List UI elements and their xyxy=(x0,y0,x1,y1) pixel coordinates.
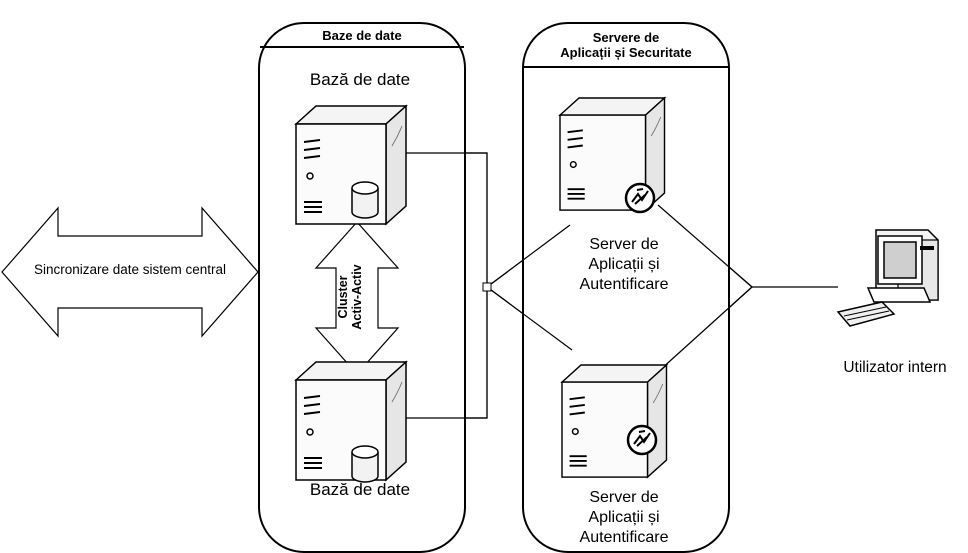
db-server-bottom-label: Bază de date xyxy=(309,480,411,499)
server-database-icon xyxy=(295,105,407,225)
desktop-computer-icon xyxy=(836,229,939,327)
server-security-icon xyxy=(559,97,666,214)
app-server-top-label: Server de Aplicații și Autentificare xyxy=(579,236,669,293)
user-label: Utilizator intern xyxy=(843,359,947,376)
databases-panel-title-text: Baze de date xyxy=(322,27,402,43)
databases-panel-title: Baze de date xyxy=(260,24,464,48)
app-servers-panel-title: Servere de Aplicații și Securitate xyxy=(524,24,728,68)
db-server-top-label: Bază de date xyxy=(309,70,411,89)
app-servers-panel-title-text: Servere de Aplicații și Securitate xyxy=(560,30,692,60)
server-security-icon xyxy=(561,364,668,479)
app-server-bottom-label: Server de Aplicații și Autentificare xyxy=(579,489,669,546)
cluster-arrow-label: Cluster Activ-Activ xyxy=(336,264,364,330)
sync-arrow-label: Sincronizare date sistem central xyxy=(33,262,227,277)
server-database-icon xyxy=(295,361,407,483)
